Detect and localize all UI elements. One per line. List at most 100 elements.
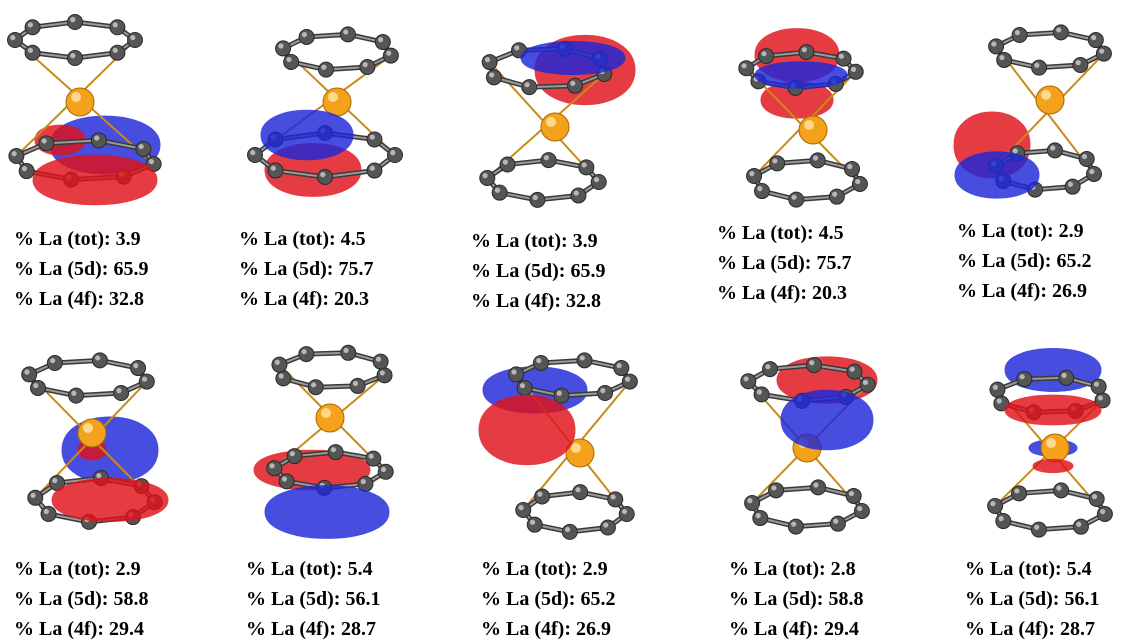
- lanthanum-atom: [540, 112, 570, 142]
- negative-orbital-lobe: [954, 151, 1040, 199]
- carbon-atom: [1016, 371, 1033, 388]
- carbon-atom: [995, 513, 1012, 530]
- carbon-highlight: [301, 349, 307, 355]
- carbon-atom: [768, 482, 785, 499]
- la-tot-label-4: % La (tot): 4.5: [717, 222, 844, 244]
- carbon-atom: [382, 47, 399, 64]
- carbon-atom: [566, 77, 583, 94]
- carbon-highlight: [1012, 148, 1018, 154]
- carbon-highlight: [570, 80, 576, 86]
- carbon-atom: [267, 162, 284, 179]
- carbon-atom: [377, 463, 394, 480]
- carbon-atom: [1072, 518, 1089, 535]
- carbon-highlight: [10, 35, 16, 41]
- carbon-atom: [1088, 490, 1105, 507]
- carbon-atom: [485, 69, 502, 86]
- carbon-atom: [27, 489, 44, 506]
- la-4f-label-9: % La (4f): 29.4: [729, 618, 859, 640]
- carbon-highlight: [368, 453, 374, 459]
- la-5d-label-6: % La (5d): 58.8: [14, 588, 149, 610]
- carbon-highlight: [95, 355, 101, 361]
- carbon-atom: [553, 387, 570, 404]
- carbon-atom: [853, 502, 870, 519]
- lanthanum-highlight: [804, 120, 814, 130]
- cc-bond-highlight: [45, 139, 100, 145]
- carbon-highlight: [850, 66, 857, 72]
- carbon-atom: [275, 40, 292, 57]
- carbon-atom: [508, 366, 525, 383]
- carbon-highlight: [369, 134, 375, 140]
- carbon-atom: [29, 379, 46, 396]
- la-5d-label-1: % La (5d): 65.9: [14, 258, 149, 280]
- carbon-atom: [809, 152, 826, 169]
- carbon-atom: [753, 183, 770, 200]
- carbon-atom: [138, 373, 155, 390]
- carbon-highlight: [812, 155, 819, 161]
- carbon-highlight: [369, 165, 375, 171]
- carbon-atom: [534, 488, 551, 505]
- carbon-atom: [846, 363, 863, 380]
- carbon-atom: [829, 515, 846, 532]
- orbital-1-graphic: [7, 14, 162, 206]
- carbon-atom: [21, 366, 38, 383]
- carbon-highlight: [378, 37, 384, 43]
- carbon-highlight: [1089, 168, 1095, 175]
- lanthanum-highlight: [1041, 90, 1051, 100]
- positive-orbital-lobe: [1032, 458, 1074, 474]
- orbital-9-graphic: [740, 356, 878, 535]
- carbon-highlight: [320, 172, 326, 178]
- carbon-atom: [374, 34, 391, 51]
- carbon-highlight: [511, 369, 517, 375]
- la-4f-label-1: % La (4f): 32.8: [14, 288, 144, 310]
- carbon-atom: [1095, 45, 1112, 62]
- carbon-atom: [1078, 150, 1095, 167]
- carbon-highlight: [565, 526, 571, 533]
- carbon-highlight: [857, 505, 863, 512]
- carbon-atom: [744, 495, 761, 512]
- carbon-atom: [572, 484, 589, 501]
- positive-orbital-lobe: [51, 478, 169, 522]
- carbon-highlight: [1099, 48, 1105, 54]
- carbon-highlight: [791, 194, 797, 200]
- carbon-atom: [365, 450, 382, 467]
- orbital-10-graphic: [987, 348, 1113, 538]
- carbon-highlight: [581, 162, 587, 168]
- carbon-highlight: [94, 135, 100, 141]
- carbon-highlight: [27, 47, 33, 53]
- carbon-highlight: [502, 159, 508, 165]
- carbon-atom: [1086, 165, 1103, 182]
- carbon-atom: [340, 344, 357, 361]
- negative-orbital-lobe: [260, 109, 354, 161]
- carbon-highlight: [41, 138, 47, 144]
- carbon-atom: [1030, 521, 1047, 538]
- carbon-atom: [515, 502, 532, 519]
- carbon-highlight: [142, 376, 148, 382]
- lanthanum-highlight: [71, 92, 81, 102]
- carbon-atom: [570, 187, 587, 204]
- carbon-atom: [607, 491, 624, 508]
- carbon-atom: [1087, 32, 1104, 49]
- carbon-atom: [753, 386, 770, 403]
- carbon-atom: [988, 38, 1005, 55]
- carbon-atom: [1046, 142, 1063, 159]
- carbon-highlight: [362, 62, 368, 68]
- carbon-highlight: [1019, 374, 1025, 380]
- carbon-atom: [113, 385, 130, 402]
- carbon-highlight: [990, 501, 996, 507]
- carbon-atom: [599, 519, 616, 536]
- carbon-highlight: [50, 357, 56, 364]
- lanthanum-atom: [1035, 85, 1065, 115]
- lanthanum-atom: [65, 87, 95, 117]
- cot-ring-top: [271, 344, 393, 396]
- carbon-highlight: [27, 22, 33, 28]
- la-4f-label-6: % La (4f): 29.4: [14, 618, 144, 640]
- carbon-atom: [298, 346, 315, 363]
- carbon-atom: [516, 379, 533, 396]
- carbon-highlight: [1056, 485, 1062, 491]
- lanthanum-atom: [322, 87, 352, 117]
- carbon-atom: [339, 26, 356, 43]
- carbon-highlight: [743, 376, 749, 382]
- orbital-6-graphic: [21, 352, 169, 530]
- cot-ring-bottom: [515, 484, 635, 540]
- carbon-atom: [283, 53, 300, 70]
